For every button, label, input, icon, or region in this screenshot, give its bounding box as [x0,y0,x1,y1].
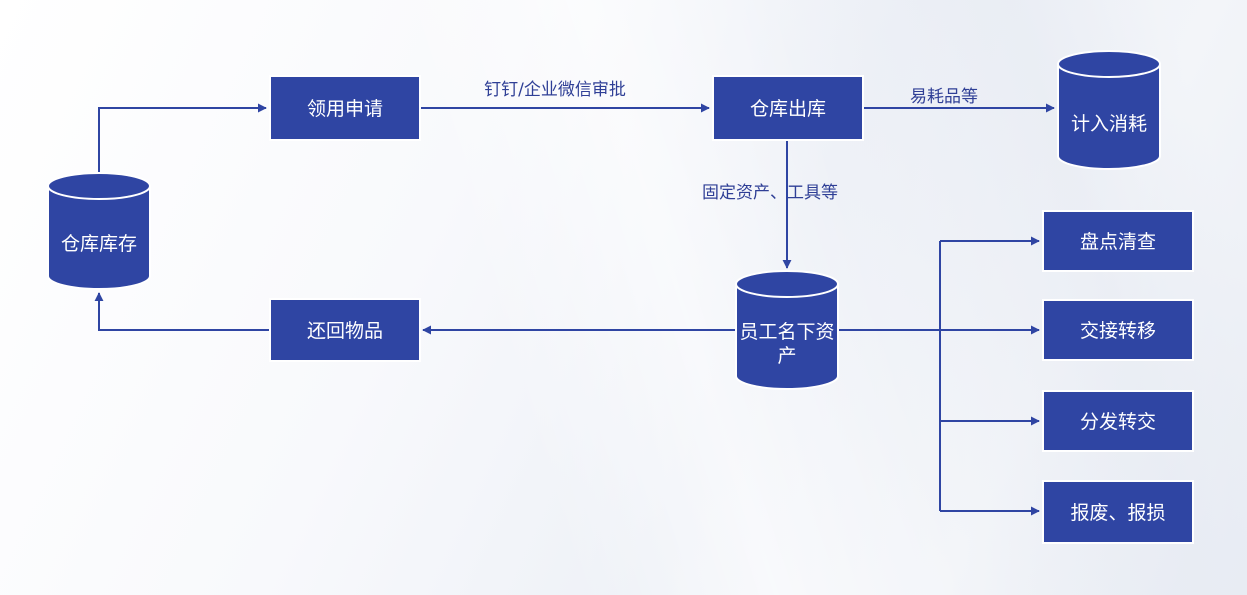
node-return-items-label: 还回物品 [307,320,383,342]
edge-label-fixed-assets: 固定资产、工具等 [702,183,838,203]
node-outbound-label: 仓库出库 [750,98,826,120]
node-scrap: 报废、报损 [1042,480,1194,544]
node-handover: 交接转移 [1042,299,1194,361]
node-consume-label: 计入消耗 [1071,113,1147,135]
node-apply: 领用申请 [269,75,421,141]
node-inventory-label: 仓库库存 [61,233,137,255]
node-employee-assets-label-line2: 产 [777,345,796,367]
node-stocktake: 盘点清查 [1042,210,1194,272]
edge-label-consumables: 易耗品等 [910,87,978,107]
node-employee-assets: 员工名下资 产 [735,270,839,390]
node-scrap-label: 报废、报损 [1070,502,1165,524]
node-distribute: 分发转交 [1042,390,1194,452]
node-distribute-label: 分发转交 [1080,411,1156,433]
node-stocktake-label: 盘点清查 [1080,231,1156,253]
node-employee-assets-label-line1: 员工名下资 [739,321,834,343]
edge-label-approval: 钉钉/企业微信审批 [484,80,626,100]
node-return-items: 还回物品 [269,298,421,362]
node-inventory: 仓库库存 [47,172,151,290]
node-apply-label: 领用申请 [307,98,383,120]
node-outbound: 仓库出库 [712,75,864,141]
node-handover-label: 交接转移 [1080,320,1156,342]
edge-return-to-inventory [94,292,271,331]
node-consume: 计入消耗 [1057,50,1161,170]
edge-inventory-to-apply [98,103,267,172]
